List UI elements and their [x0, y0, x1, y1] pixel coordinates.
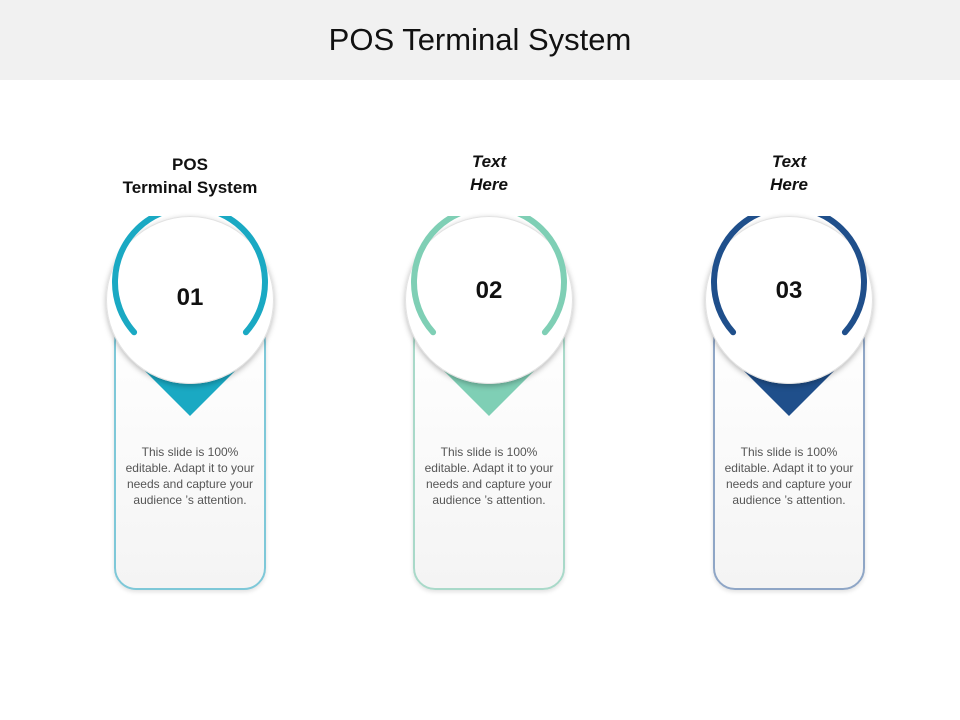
card-description: This slide is 100% editable. Adapt it to… — [424, 445, 554, 507]
number-circle: 03 — [705, 216, 873, 384]
progress-ring — [112, 216, 268, 336]
title-bar: POS Terminal System — [0, 0, 960, 80]
page-title: POS Terminal System — [328, 22, 632, 57]
card-heading-line-1: Text — [471, 152, 507, 171]
step-card-3: Text Here 03 This slide is 100% editable… — [689, 150, 889, 600]
step-number: 01 — [176, 284, 204, 311]
progress-ring — [711, 216, 867, 336]
progress-ring — [411, 216, 567, 336]
card-heading-line-1: POS — [172, 155, 208, 174]
step-card-2: Text Here 02 This slide is 100% editable… — [389, 150, 589, 600]
number-circle: 01 — [106, 216, 274, 384]
number-circle: 02 — [405, 216, 573, 384]
card-heading-line-2: Terminal System — [122, 178, 258, 197]
card-description: This slide is 100% editable. Adapt it to… — [724, 445, 854, 507]
card-description: This slide is 100% editable. Adapt it to… — [125, 445, 255, 507]
card-heading-line-1: Text — [771, 152, 807, 171]
step-number: 02 — [475, 277, 503, 304]
card-heading: Text Here — [689, 150, 889, 196]
step-card-1: POS Terminal System 01 This slide is 100… — [90, 150, 290, 600]
card-heading-line-2: Here — [770, 175, 808, 194]
card-heading: Text Here — [389, 150, 589, 196]
card-heading: POS Terminal System — [90, 153, 290, 199]
step-number: 03 — [775, 277, 803, 304]
card-heading-line-2: Here — [470, 175, 508, 194]
